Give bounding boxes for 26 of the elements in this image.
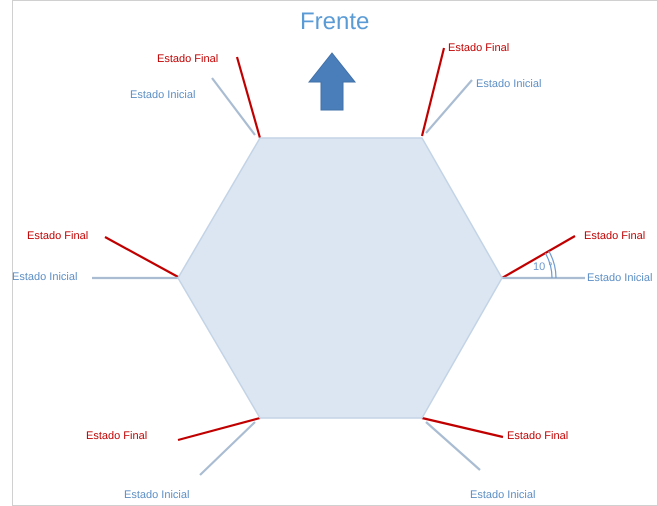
leg-line [199,421,256,476]
leg-line [425,421,481,471]
title: Frente [300,8,370,36]
leg-line [178,416,260,442]
state-label: Estado Final [157,52,218,66]
state-label: Estado Inicial [470,488,536,502]
state-label: Estado Inicial [124,488,190,502]
leg-line [92,276,178,280]
state-label: Estado Inicial [587,271,652,285]
leg-line [104,236,181,279]
leg-line [420,48,446,136]
state-label: Estado Final [27,229,88,243]
state-label: Estado Inicial [12,270,78,284]
state-label: Estado Inicial [476,77,542,91]
leg-line [502,276,585,280]
leg-line [501,235,576,279]
leg-line [211,77,256,136]
state-label: Estado Inicial [130,88,196,102]
state-label: Estado Final [86,429,148,443]
leg-line [422,416,504,438]
hexagon-shape [178,138,502,418]
state-label: Estado Final [584,229,646,243]
leg-line [236,56,262,138]
state-label: Estado Final [507,429,568,443]
leg-line [425,79,473,134]
state-label: Estado Final [448,41,510,55]
